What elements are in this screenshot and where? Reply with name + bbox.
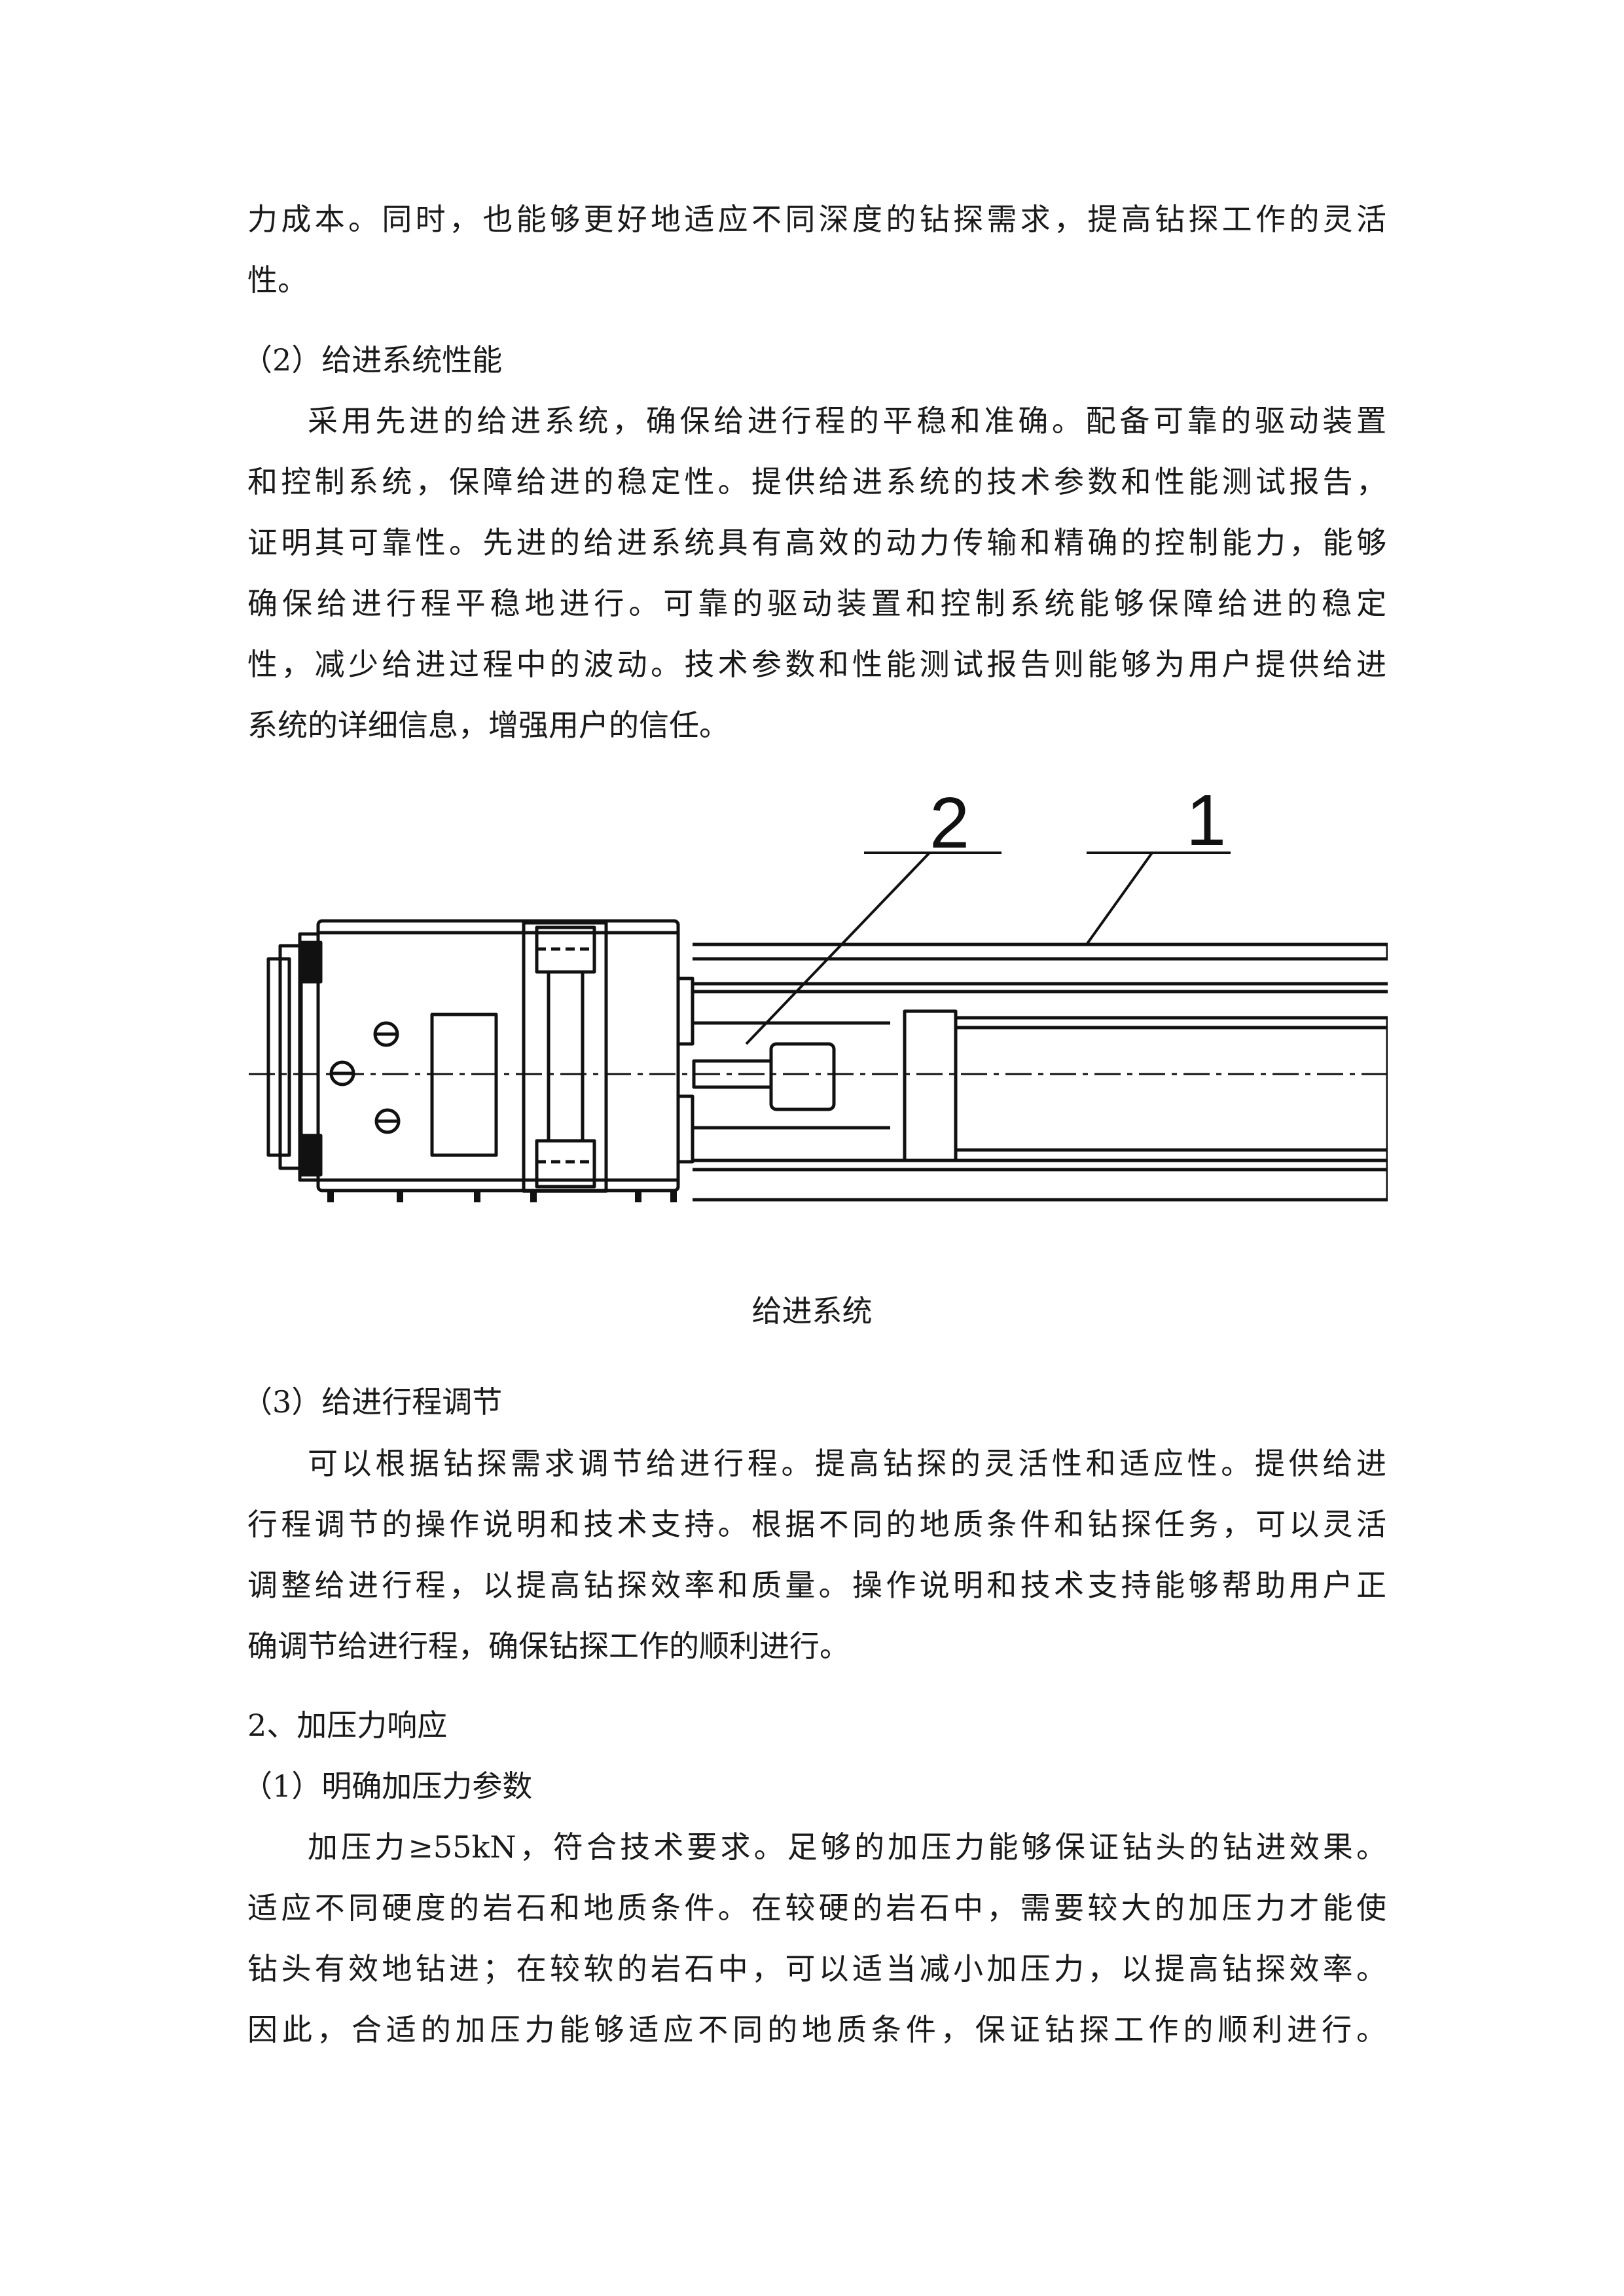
column-section — [522, 921, 608, 1193]
main-housing — [316, 919, 680, 1193]
section-heading-stroke-adjust: （3）给进行程调节 — [242, 1384, 503, 1420]
flange — [676, 1094, 695, 1164]
subsection-heading-pressure-params: （1）明确加压力参数 — [242, 1768, 533, 1804]
paragraph-line: 系统的详细信息，增强用户的信任。 — [247, 708, 729, 743]
bolt — [374, 1108, 401, 1134]
paragraph-line: 调整给进行程，以提高钻探效率和质量。操作说明和技术支持能够帮助用户正 — [247, 1568, 1386, 1603]
paragraph-line: 性，减少给进过程中的波动。技术参数和性能测试报告则能够为用户提供给进 — [247, 647, 1386, 682]
paragraph-line: 力成本。同时，也能够更好地适应不同深度的钻探需求，提高钻探工作的灵活 — [247, 202, 1386, 237]
flange — [676, 977, 695, 1046]
rod-coupling — [769, 1042, 836, 1111]
callout-1: 1 — [1186, 782, 1226, 861]
paragraph-line: 因此，合适的加压力能够适应不同的地质条件，保证钻探工作的顺利进行。 — [247, 2012, 1386, 2047]
callout-2: 2 — [929, 783, 969, 863]
paragraph-line: 确调节给进行程，确保钻探工作的顺利进行。 — [247, 1628, 850, 1664]
paragraph-line: 确保给进行程平稳地进行。可靠的驱动装置和控制系统能够保障给进的稳定 — [247, 586, 1386, 621]
feed-system-drawing: 1 2 — [249, 782, 1388, 1202]
leader-1 — [1085, 852, 1153, 946]
section-heading-feed-performance: （2）给进系统性能 — [242, 342, 503, 378]
figure-caption: 给进系统 — [751, 1293, 873, 1329]
paragraph-line: 适应不同硬度的岩石和地质条件。在较硬的岩石中，需要较大的加压力才能使 — [247, 1890, 1386, 1926]
section-heading-pressure: 2、加压力响应 — [247, 1708, 448, 1743]
paragraph-line: 证明其可靠性。先进的给进系统具有高效的动力传输和精确的控制能力，能够 — [247, 525, 1386, 560]
paragraph-line: 加压力≥55kN，符合技术要求。足够的加压力能够保证钻头的钻进效果。 — [308, 1829, 1386, 1865]
paragraph-line: 钻头有效地钻进；在较软的岩石中，可以适当减小加压力，以提高钻探效率。 — [247, 1951, 1386, 1986]
piston-block — [903, 1009, 958, 1162]
bottom-studs — [327, 1191, 677, 1202]
paragraph-line: 和控制系统，保障给进的稳定性。提供给进系统的技术参数和性能测试报告， — [247, 464, 1386, 499]
leader-2 — [745, 852, 931, 1045]
square-window — [430, 1013, 498, 1157]
inner-cylinder — [954, 1016, 1388, 1162]
column-cap — [535, 1139, 596, 1189]
paragraph-line: 性。 — [247, 262, 308, 298]
paragraph-line: 可以根据钻探需求调节给进行程。提高钻探的灵活性和适应性。提供给进 — [308, 1446, 1386, 1481]
paragraph-line: 行程调节的操作说明和技术支持。根据不同的地质条件和钻探任务，可以灵活 — [247, 1507, 1386, 1542]
paragraph-line: 采用先进的给进系统，确保给进行程的平稳和准确。配备可靠的驱动装置 — [308, 403, 1386, 439]
bolt — [373, 1021, 399, 1047]
